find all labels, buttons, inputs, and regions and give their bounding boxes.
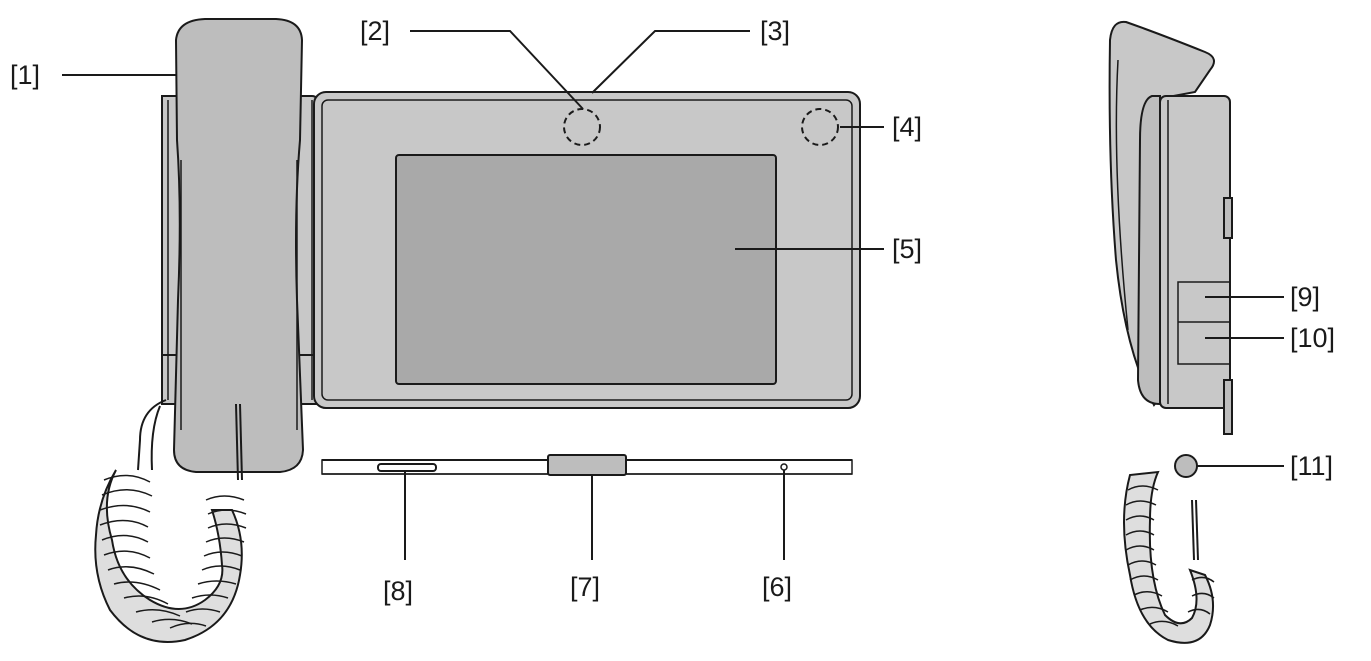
callout-labels: [1] [2] [3] [4] [5] [6] [7] [8] [9] [10]… bbox=[10, 16, 1335, 606]
callout-5: [5] bbox=[892, 234, 922, 264]
callout-1: [1] bbox=[10, 60, 40, 90]
jack-11 bbox=[1174, 454, 1198, 478]
handset bbox=[172, 18, 305, 473]
callout-4: [4] bbox=[892, 112, 922, 142]
front-view bbox=[62, 18, 884, 643]
callout-6: [6] bbox=[762, 572, 792, 602]
leader-lines-front bbox=[62, 30, 884, 560]
button-7 bbox=[547, 454, 627, 476]
leader-lines-side bbox=[1196, 296, 1284, 467]
slot-8 bbox=[377, 463, 437, 472]
callout-10: [10] bbox=[1290, 323, 1335, 353]
display-screen bbox=[395, 154, 777, 385]
sensor-4 bbox=[801, 108, 839, 146]
callout-11: [11] bbox=[1290, 451, 1333, 481]
callout-2: [2] bbox=[360, 16, 390, 46]
callout-3: [3] bbox=[760, 16, 790, 46]
coiled-cord-side bbox=[1123, 470, 1215, 644]
callout-9: [9] bbox=[1290, 282, 1320, 312]
side-view bbox=[1108, 20, 1284, 644]
led-6 bbox=[780, 463, 788, 471]
coiled-cord bbox=[94, 399, 247, 643]
base-side bbox=[1136, 95, 1233, 435]
callout-7: [7] bbox=[570, 572, 600, 602]
callout-8: [8] bbox=[383, 576, 413, 606]
